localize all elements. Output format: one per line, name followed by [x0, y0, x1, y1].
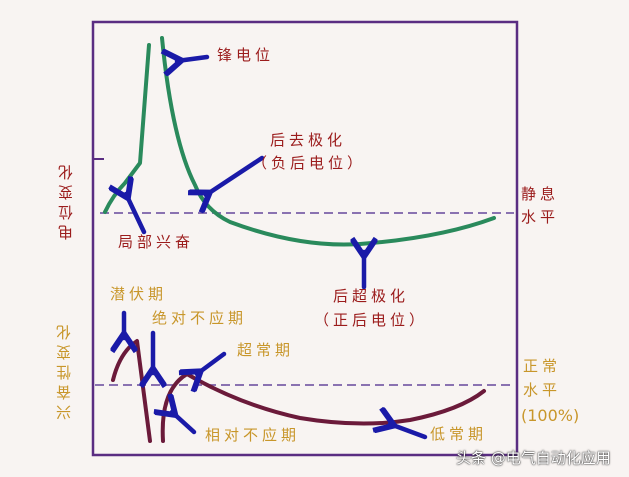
y-axis-label-excitability: 兴奋性变化 — [55, 320, 73, 420]
excitability-curve-second — [160, 372, 486, 443]
label-supernormal-period: 超常期 — [237, 341, 295, 359]
label-local-excitation: 局部兴奋 — [118, 233, 195, 251]
label-normal-level-3: (100%) — [521, 406, 580, 425]
arrow-supernormal-period — [197, 351, 227, 374]
watermark: 头条 @电气自动化应用 — [456, 449, 611, 467]
label-normal-level-1: 正常 — [523, 357, 562, 375]
label-subnormal-period: 低常期 — [430, 425, 488, 443]
label-spike-potential: 锋电位 — [217, 46, 275, 64]
label-relative-refractory: 相对不应期 — [205, 426, 301, 444]
arrow-local-excitation — [126, 194, 147, 235]
label-after-hyperpolarization-1: 后超极化 — [333, 287, 410, 305]
label-after-depolarization-1: 后去极化 — [270, 131, 347, 149]
diagram-frame — [91, 20, 519, 457]
potential-curve-rising — [103, 43, 151, 214]
label-absolute-refractory: 绝对不应期 — [152, 309, 248, 327]
arrow-relative-refractory — [172, 412, 197, 435]
label-normal-level-2: 水平 — [523, 381, 562, 399]
y-axis-label-potential: 电位变化 — [57, 160, 75, 240]
potential-curve-falling — [160, 36, 496, 247]
label-after-hyperpolarization-2: （正后电位） — [314, 311, 429, 329]
label-after-depolarization-2: （负后电位） — [252, 154, 367, 172]
label-resting-level-1: 静息 — [521, 185, 560, 203]
arrow-spike-potential — [177, 57, 210, 61]
label-latent-period: 潜伏期 — [110, 285, 168, 303]
arrow-after-depolarization — [206, 155, 265, 195]
arrow-subnormal-period — [390, 424, 428, 440]
excitability-curve-first — [111, 339, 152, 443]
label-resting-level-2: 水平 — [521, 208, 560, 226]
